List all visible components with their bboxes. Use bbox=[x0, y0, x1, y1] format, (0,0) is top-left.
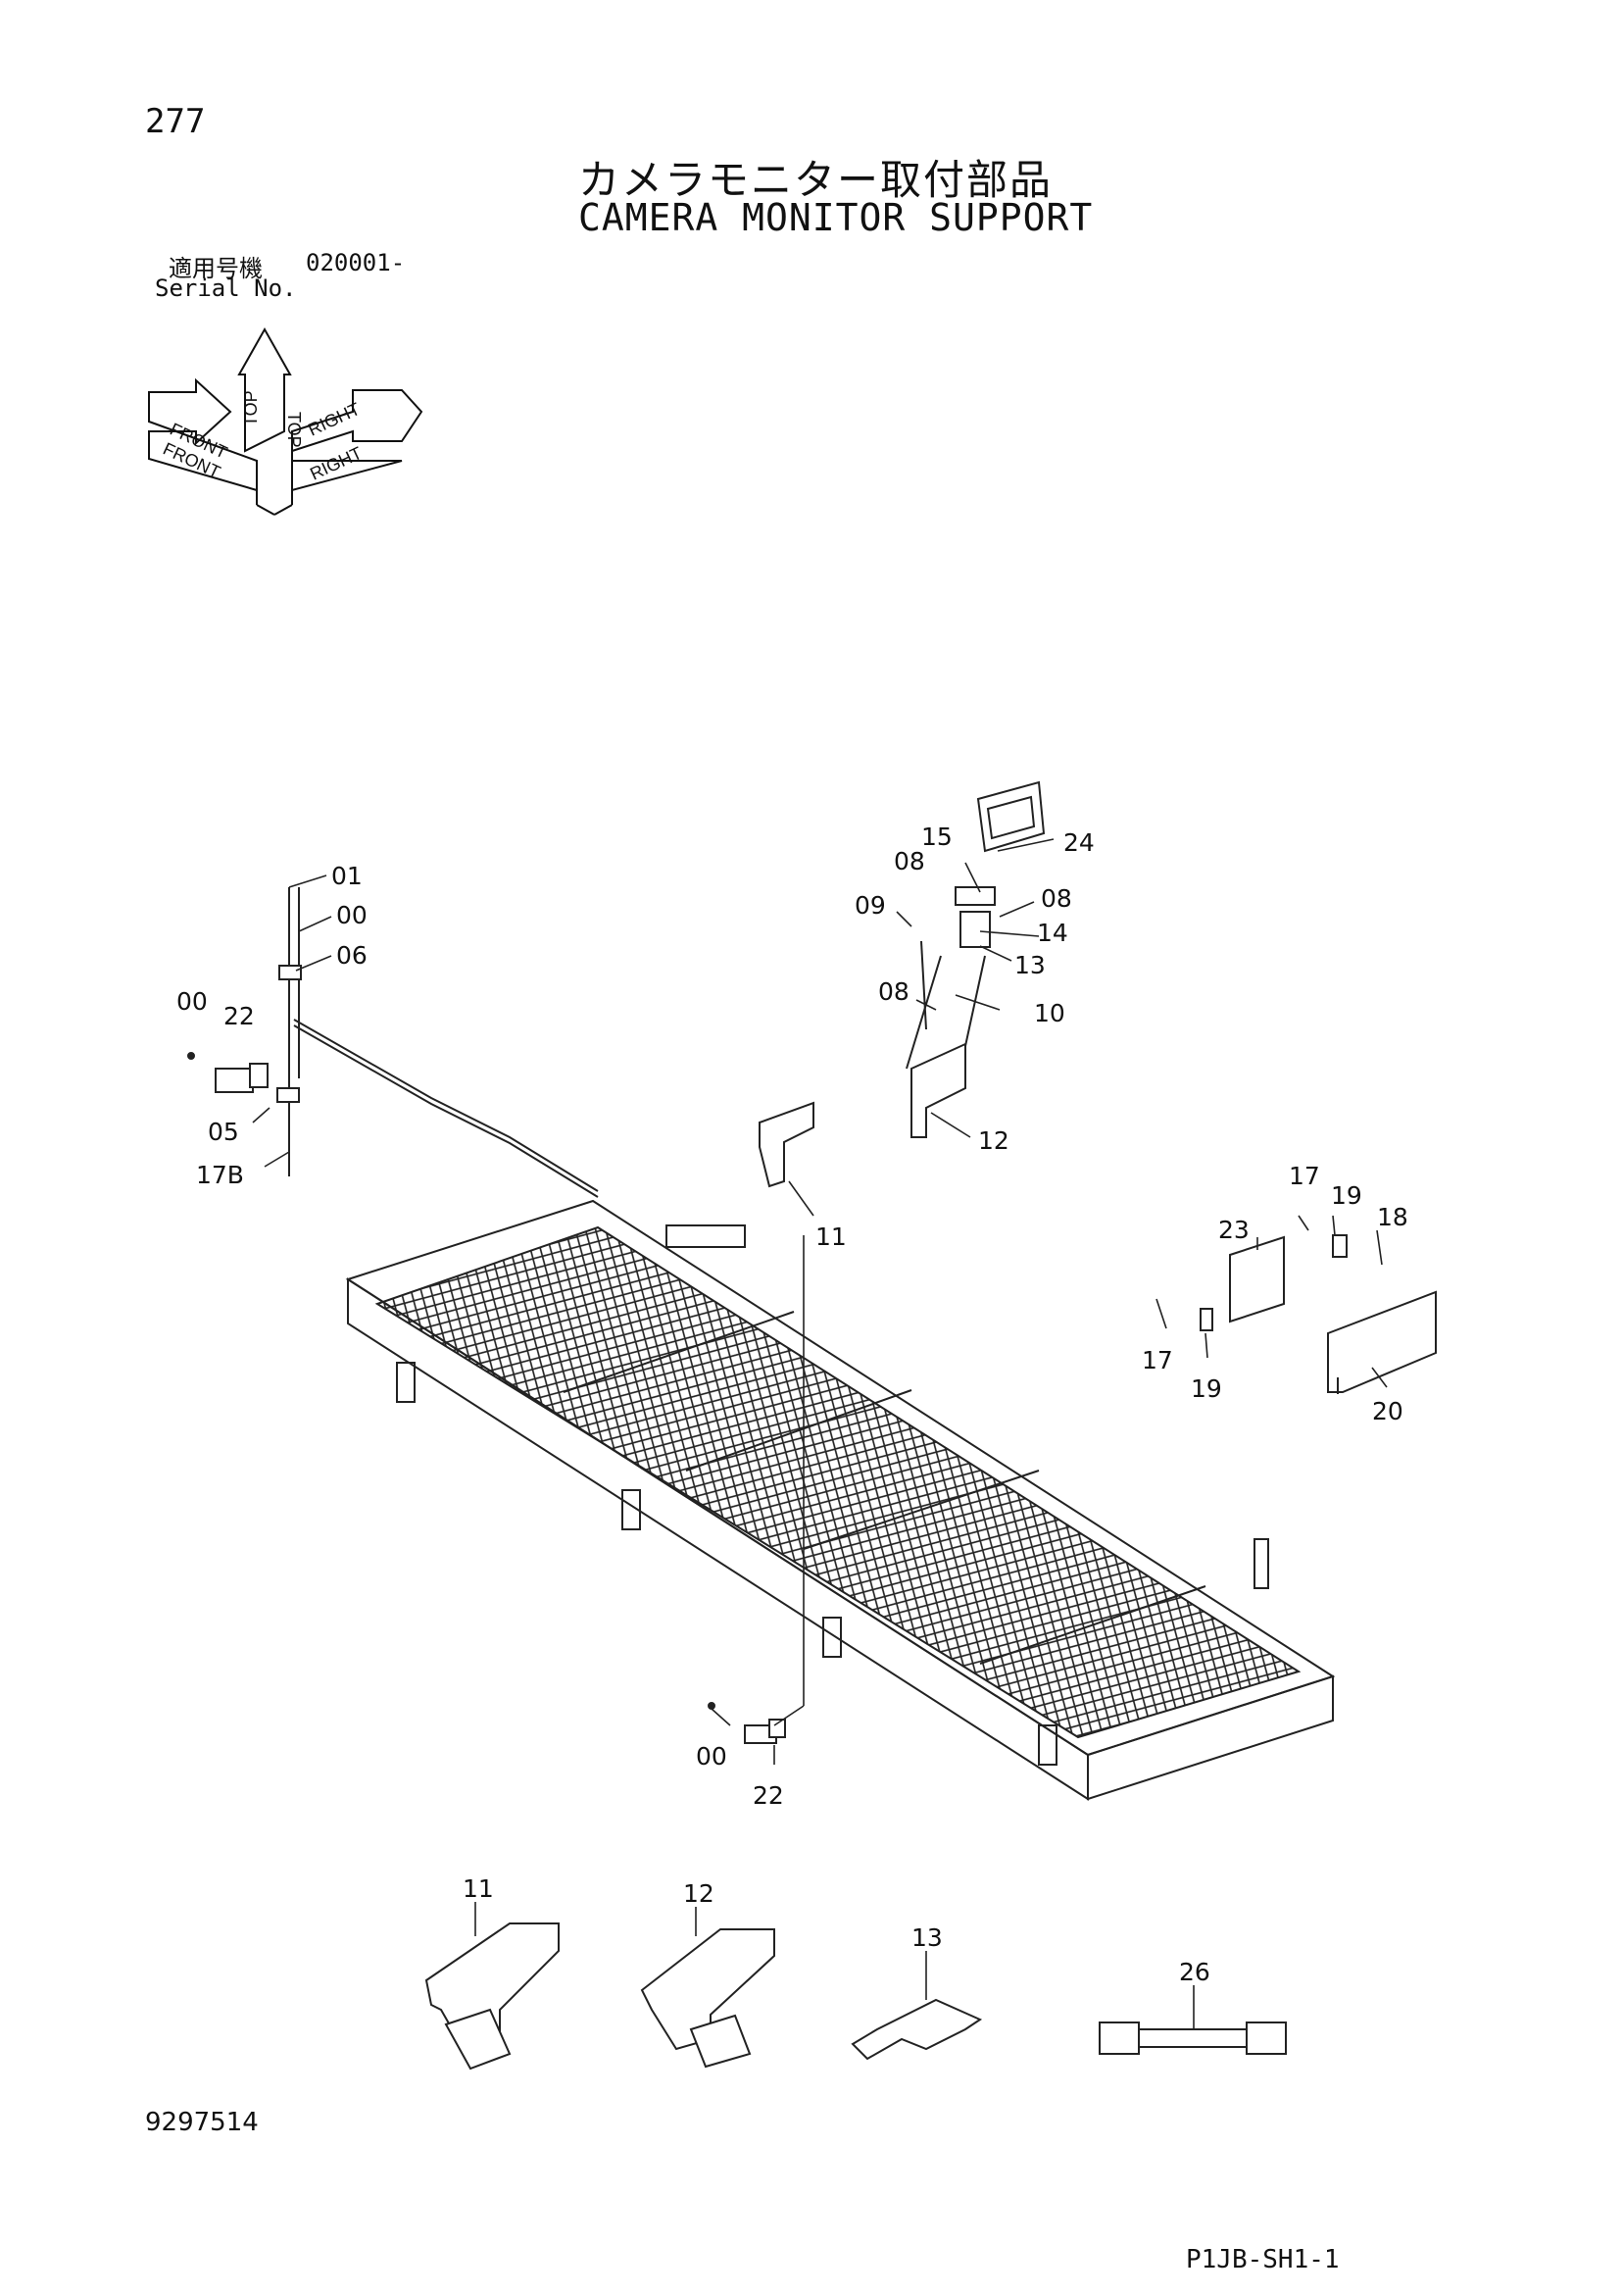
sheet-id: P1JB-SH1-1 bbox=[1186, 2245, 1340, 2274]
callout-08-b: 08 bbox=[1041, 884, 1072, 913]
monitor-mount bbox=[906, 780, 1046, 1138]
callout-14: 14 bbox=[1037, 919, 1068, 947]
fuse-body-26 bbox=[1138, 2028, 1248, 2048]
bracket-11-detail bbox=[424, 1922, 560, 2046]
callout-17b: 17B bbox=[196, 1161, 244, 1189]
callout-12-a: 12 bbox=[978, 1126, 1009, 1155]
callout-08-c: 08 bbox=[878, 977, 909, 1006]
callout-19-a: 19 bbox=[1331, 1181, 1362, 1210]
top-arrow-icon bbox=[237, 326, 292, 453]
serial-label-english: Serial No. bbox=[155, 275, 297, 302]
callout-17-b: 17 bbox=[1142, 1346, 1173, 1374]
lower-connector bbox=[708, 1702, 786, 1744]
detail-parts bbox=[424, 1922, 1287, 2071]
callout-00-b: 00 bbox=[176, 987, 208, 1016]
callout-00-a: 00 bbox=[336, 901, 368, 929]
callout-01: 01 bbox=[331, 862, 363, 890]
callout-22-a: 22 bbox=[223, 1002, 255, 1030]
serial-label-japanese: 適用号機 bbox=[169, 255, 263, 282]
callout-26: 26 bbox=[1179, 1958, 1210, 1986]
callout-22-b: 22 bbox=[753, 1781, 784, 1810]
callout-12-b: 12 bbox=[683, 1879, 714, 1908]
callout-08-a: 08 bbox=[894, 847, 925, 875]
callout-11-a: 11 bbox=[815, 1223, 847, 1251]
callout-05: 05 bbox=[208, 1118, 239, 1146]
top-label: TOP bbox=[241, 390, 261, 426]
callout-13-b: 13 bbox=[911, 1923, 943, 1952]
callout-17-a: 17 bbox=[1289, 1162, 1320, 1190]
page-number: 277 bbox=[145, 102, 206, 141]
callout-06: 06 bbox=[336, 941, 368, 970]
callout-00-c: 00 bbox=[696, 1742, 727, 1771]
callout-13: 13 bbox=[1014, 951, 1046, 979]
callout-23: 23 bbox=[1218, 1216, 1250, 1244]
callout-18: 18 bbox=[1377, 1203, 1408, 1231]
bracket-11-upper bbox=[759, 1101, 814, 1188]
deck-frame bbox=[345, 1199, 1336, 1801]
callout-labels: 01 00 06 00 22 05 17B 15 08 24 09 08 14 … bbox=[176, 823, 1408, 1986]
title-english: CAMERA MONITOR SUPPORT bbox=[578, 196, 1094, 239]
title-japanese: カメラモニター取付部品 bbox=[578, 156, 1054, 204]
leader-lines bbox=[252, 838, 1388, 2029]
orientation-indicator: TOP TOP FRONT FRONT RIGHT RIGHT bbox=[148, 326, 423, 516]
controller-assembly bbox=[1200, 1234, 1437, 1394]
document-number: 9297514 bbox=[145, 2108, 259, 2137]
callout-09: 09 bbox=[855, 891, 886, 920]
callout-20: 20 bbox=[1372, 1397, 1403, 1425]
bracket-12-detail bbox=[640, 1928, 775, 2051]
fuse-end-right bbox=[1246, 2021, 1287, 2055]
front-arrow-icon bbox=[148, 377, 258, 492]
mesh-grating bbox=[374, 1225, 1302, 1739]
callout-15: 15 bbox=[921, 823, 953, 851]
callout-24: 24 bbox=[1063, 828, 1095, 857]
callout-19-b: 19 bbox=[1191, 1374, 1222, 1403]
callout-11-b: 11 bbox=[463, 1874, 494, 1903]
callout-10: 10 bbox=[1034, 999, 1065, 1027]
left-harness bbox=[187, 887, 599, 1198]
serial-number: 020001- bbox=[306, 249, 406, 276]
fuse-end-left bbox=[1099, 2021, 1140, 2055]
bracket-13-detail bbox=[851, 1998, 983, 2061]
top-label-2: TOP bbox=[284, 412, 304, 448]
